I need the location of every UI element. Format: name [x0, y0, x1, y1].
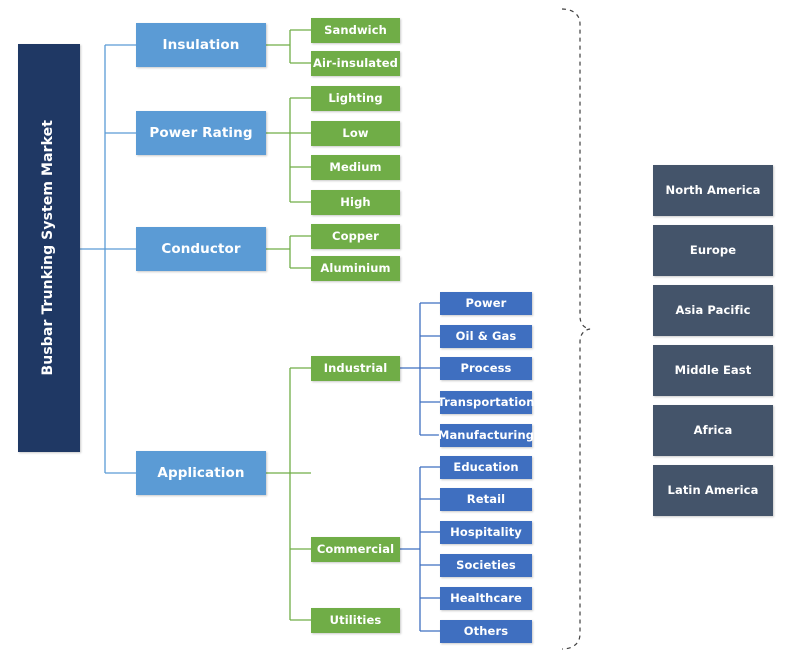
subsegment-node-medium[interactable]: Medium [311, 155, 400, 180]
subsegment-node-lighting[interactable]: Lighting [311, 86, 400, 111]
root-node-label: Busbar Trunking System Market [40, 120, 57, 376]
subsegment-node-copper[interactable]: Copper [311, 224, 400, 249]
leaf-node-oil-and-gas[interactable]: Oil & Gas [440, 325, 532, 348]
leaf-node-hospitality[interactable]: Hospitality [440, 521, 532, 544]
region-node-europe[interactable]: Europe [653, 225, 773, 276]
leaf-node-power[interactable]: Power [440, 292, 532, 315]
leaf-node-education[interactable]: Education [440, 456, 532, 479]
subsegment-node-low[interactable]: Low [311, 121, 400, 146]
subsegment-node-industrial[interactable]: Industrial [311, 356, 400, 381]
segment-node-insulation[interactable]: Insulation [136, 23, 266, 67]
segment-node-power-rating[interactable]: Power Rating [136, 111, 266, 155]
subsegment-node-sandwich[interactable]: Sandwich [311, 18, 400, 43]
root-node[interactable]: Busbar Trunking System Market [18, 44, 80, 452]
leaf-node-others[interactable]: Others [440, 620, 532, 643]
leaf-node-healthcare[interactable]: Healthcare [440, 587, 532, 610]
leaf-node-process[interactable]: Process [440, 357, 532, 380]
subsegment-node-utilities[interactable]: Utilities [311, 608, 400, 633]
dashed-brace-icon [561, 8, 591, 650]
region-node-north-america[interactable]: North America [653, 165, 773, 216]
leaf-node-societies[interactable]: Societies [440, 554, 532, 577]
subsegment-node-high[interactable]: High [311, 190, 400, 215]
region-node-latin-america[interactable]: Latin America [653, 465, 773, 516]
region-node-middle-east[interactable]: Middle East [653, 345, 773, 396]
region-node-africa[interactable]: Africa [653, 405, 773, 456]
segment-node-application[interactable]: Application [136, 451, 266, 495]
leaf-node-manufacturing[interactable]: Manufacturing [438, 424, 534, 447]
leaf-node-transportation[interactable]: Transportation [437, 391, 534, 414]
leaf-node-retail[interactable]: Retail [440, 488, 532, 511]
subsegment-node-commercial[interactable]: Commercial [311, 537, 400, 562]
segment-node-conductor[interactable]: Conductor [136, 227, 266, 271]
region-node-asia-pacific[interactable]: Asia Pacific [653, 285, 773, 336]
subsegment-node-aluminium[interactable]: Aluminium [311, 256, 400, 281]
subsegment-node-air-insulated[interactable]: Air-insulated [311, 51, 400, 76]
